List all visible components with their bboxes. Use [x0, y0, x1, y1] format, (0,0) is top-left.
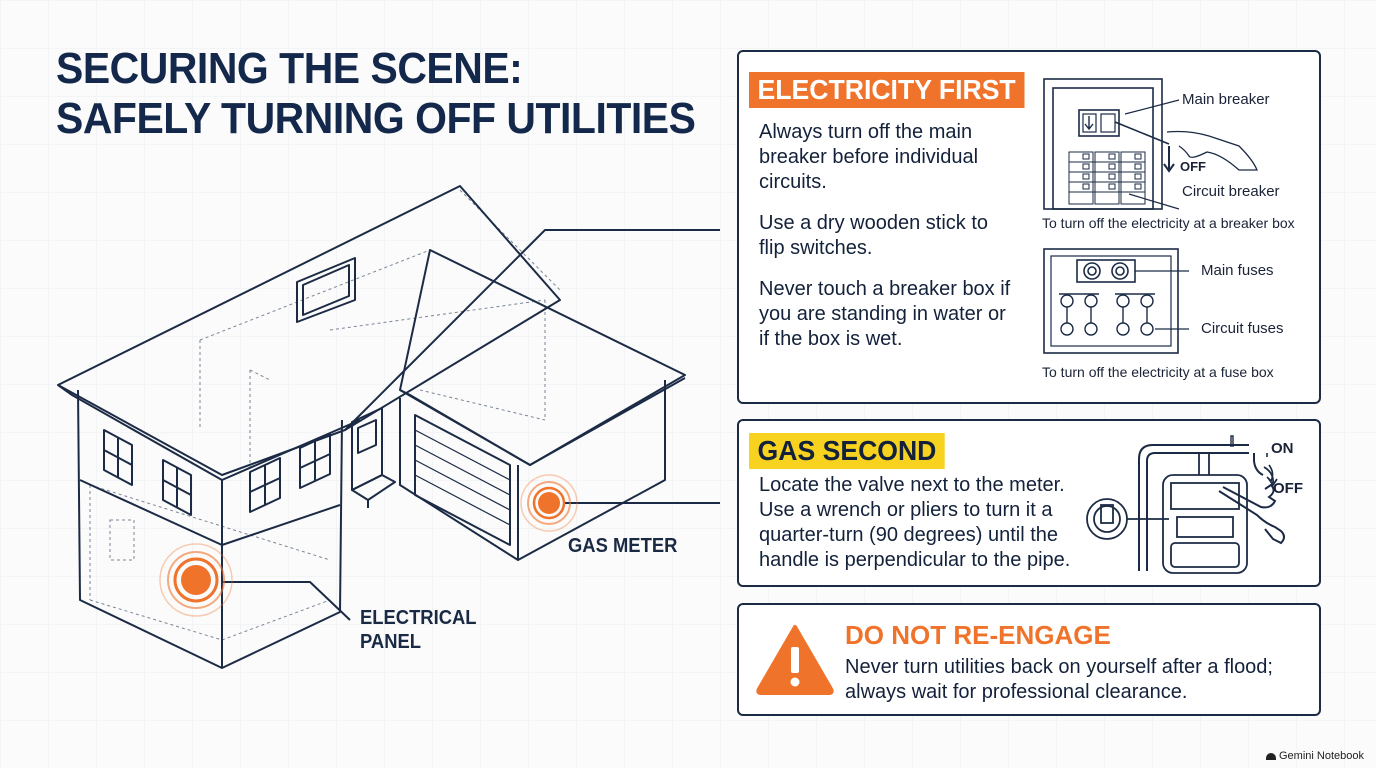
electrical-panel-label: ELECTRICAL PANEL [360, 606, 477, 654]
off-label: OFF [1180, 159, 1206, 174]
house-main-roof [57, 185, 561, 476]
main-breaker-label: Main breaker [1182, 91, 1270, 108]
warning-title: DO NOT RE-ENGAGE [845, 620, 1111, 650]
page-title: SECURING THE SCENE: SAFELY TURNING OFF U… [56, 44, 696, 144]
circuit-fuses-label: Circuit fuses [1201, 320, 1284, 337]
warning-triangle-icon [756, 625, 834, 695]
gas-on-label: ON [1271, 440, 1294, 457]
electricity-point-3: Never touch a breaker box if you are sta… [759, 278, 1011, 350]
electrical-panel-callout-line [222, 581, 351, 621]
electricity-panel: ELECTRICITY FIRST Always turn off the ma… [737, 50, 1321, 404]
electricity-callout-line [344, 229, 720, 431]
house-interior-lines [89, 189, 561, 641]
title-line-2: SAFELY TURNING OFF UTILITIES [56, 94, 696, 143]
gas-text: Locate the valve next to the meter. Use … [759, 474, 1071, 571]
house-left-block [77, 389, 343, 669]
garage-roof [399, 249, 686, 466]
gas-off-label: OFF [1273, 480, 1303, 497]
warning-panel: DO NOT RE-ENGAGE Never turn utilities ba… [737, 603, 1321, 716]
electricity-point-1: Always turn off the main breaker before … [759, 121, 979, 193]
electrical-panel-marker [159, 543, 233, 617]
main-fuses-label: Main fuses [1201, 262, 1274, 279]
house-illustration [57, 185, 720, 669]
gas-panel: GAS SECOND Locate the valve next to the … [737, 419, 1321, 587]
electricity-point-2: Use a dry wooden stick to flip switches. [759, 212, 988, 259]
gas-badge: GAS SECOND [749, 433, 945, 469]
garage-door [414, 414, 511, 546]
fuse-box-diagram [1043, 248, 1189, 354]
warning-text: Never turn utilities back on yourself af… [845, 656, 1273, 703]
electricity-badge: ELECTRICITY FIRST [749, 72, 1025, 108]
gas-meter-diagram [1086, 435, 1285, 574]
gas-meter-label: GAS METER [568, 535, 678, 557]
dormer-window [296, 257, 356, 323]
electricity-points: Always turn off the main breaker before … [759, 120, 1019, 368]
watermark: Gemini Notebook [1266, 750, 1364, 762]
breaker-caption: To turn off the electricity at a breaker… [1042, 215, 1295, 231]
breaker-box-diagram [1043, 78, 1258, 210]
electrical-label-line-1: ELECTRICAL [360, 607, 477, 629]
gas-meter-marker [520, 474, 578, 532]
watermark-text: Gemini Notebook [1279, 750, 1364, 762]
fuse-caption: To turn off the electricity at a fuse bo… [1042, 364, 1274, 380]
notebook-logo-icon [1266, 752, 1276, 760]
front-step [351, 474, 396, 501]
title-line-1: SECURING THE SCENE: [56, 44, 523, 93]
electrical-label-line-2: PANEL [360, 631, 422, 653]
garage-block [399, 380, 666, 561]
circuit-breaker-label: Circuit breaker [1182, 183, 1280, 200]
house-windows [103, 429, 331, 516]
